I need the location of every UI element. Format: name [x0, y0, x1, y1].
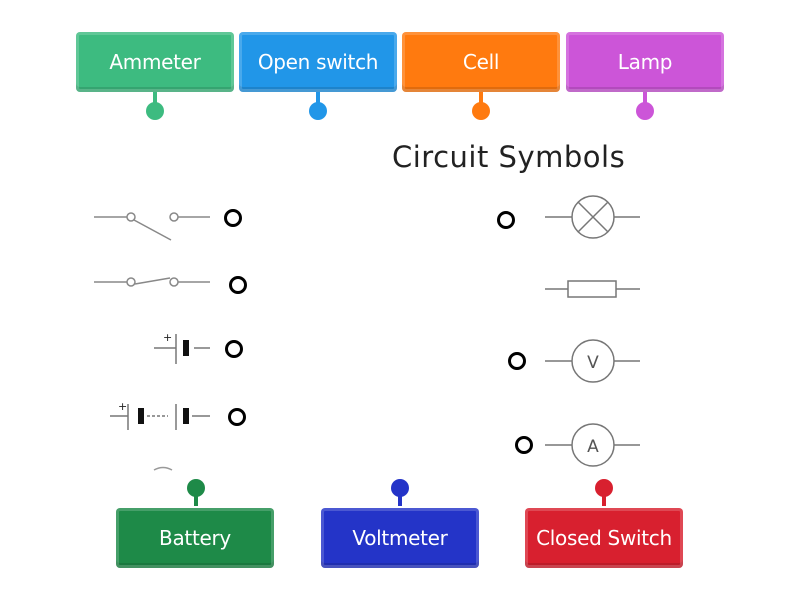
open-switch-symbol [94, 212, 210, 241]
pin-stem [398, 494, 402, 506]
pin-stem [602, 494, 606, 506]
drop-target-cell[interactable] [225, 340, 243, 358]
label-tile-battery[interactable]: Battery [116, 508, 274, 568]
partial-symbol [153, 466, 173, 471]
lamp-symbol [545, 195, 640, 239]
pin-dot[interactable] [472, 102, 490, 120]
pin-dot[interactable] [187, 479, 205, 497]
label-tile-ammeter[interactable]: Ammeter [76, 32, 234, 92]
diagram-title: Circuit Symbols [392, 140, 626, 174]
pin-dot[interactable] [309, 102, 327, 120]
drop-target-closed-switch[interactable] [229, 276, 247, 294]
drop-target-lamp[interactable] [497, 211, 515, 229]
pin-dot[interactable] [636, 102, 654, 120]
plus-sign: + [163, 331, 172, 344]
drop-target-battery[interactable] [228, 408, 246, 426]
drop-target-voltmeter[interactable] [508, 352, 526, 370]
label-tile-closed-switch[interactable]: Closed Switch [525, 508, 683, 568]
battery-symbol: + [110, 400, 210, 430]
ammeter-letter: A [587, 437, 599, 457]
cell-symbol: + [154, 331, 210, 364]
voltmeter-symbol: V [545, 339, 640, 383]
ammeter-symbol: A [545, 423, 640, 467]
pin-stem [479, 92, 483, 104]
pin-dot[interactable] [595, 479, 613, 497]
pin-stem [153, 92, 157, 104]
pin-stem [316, 92, 320, 104]
label-tile-lamp[interactable]: Lamp [566, 32, 724, 92]
pin-dot[interactable] [391, 479, 409, 497]
pin-dot[interactable] [146, 102, 164, 120]
plus-sign: + [118, 400, 127, 413]
resistor-symbol [545, 280, 640, 298]
label-tile-open-switch[interactable]: Open switch [239, 32, 397, 92]
label-tile-voltmeter[interactable]: Voltmeter [321, 508, 479, 568]
label-tile-cell[interactable]: Cell [402, 32, 560, 92]
closed-switch-symbol [94, 277, 210, 287]
pin-stem [194, 494, 198, 506]
drop-target-open-switch[interactable] [224, 209, 242, 227]
voltmeter-letter: V [587, 353, 599, 373]
pin-stem [643, 92, 647, 104]
drop-target-ammeter[interactable] [515, 436, 533, 454]
